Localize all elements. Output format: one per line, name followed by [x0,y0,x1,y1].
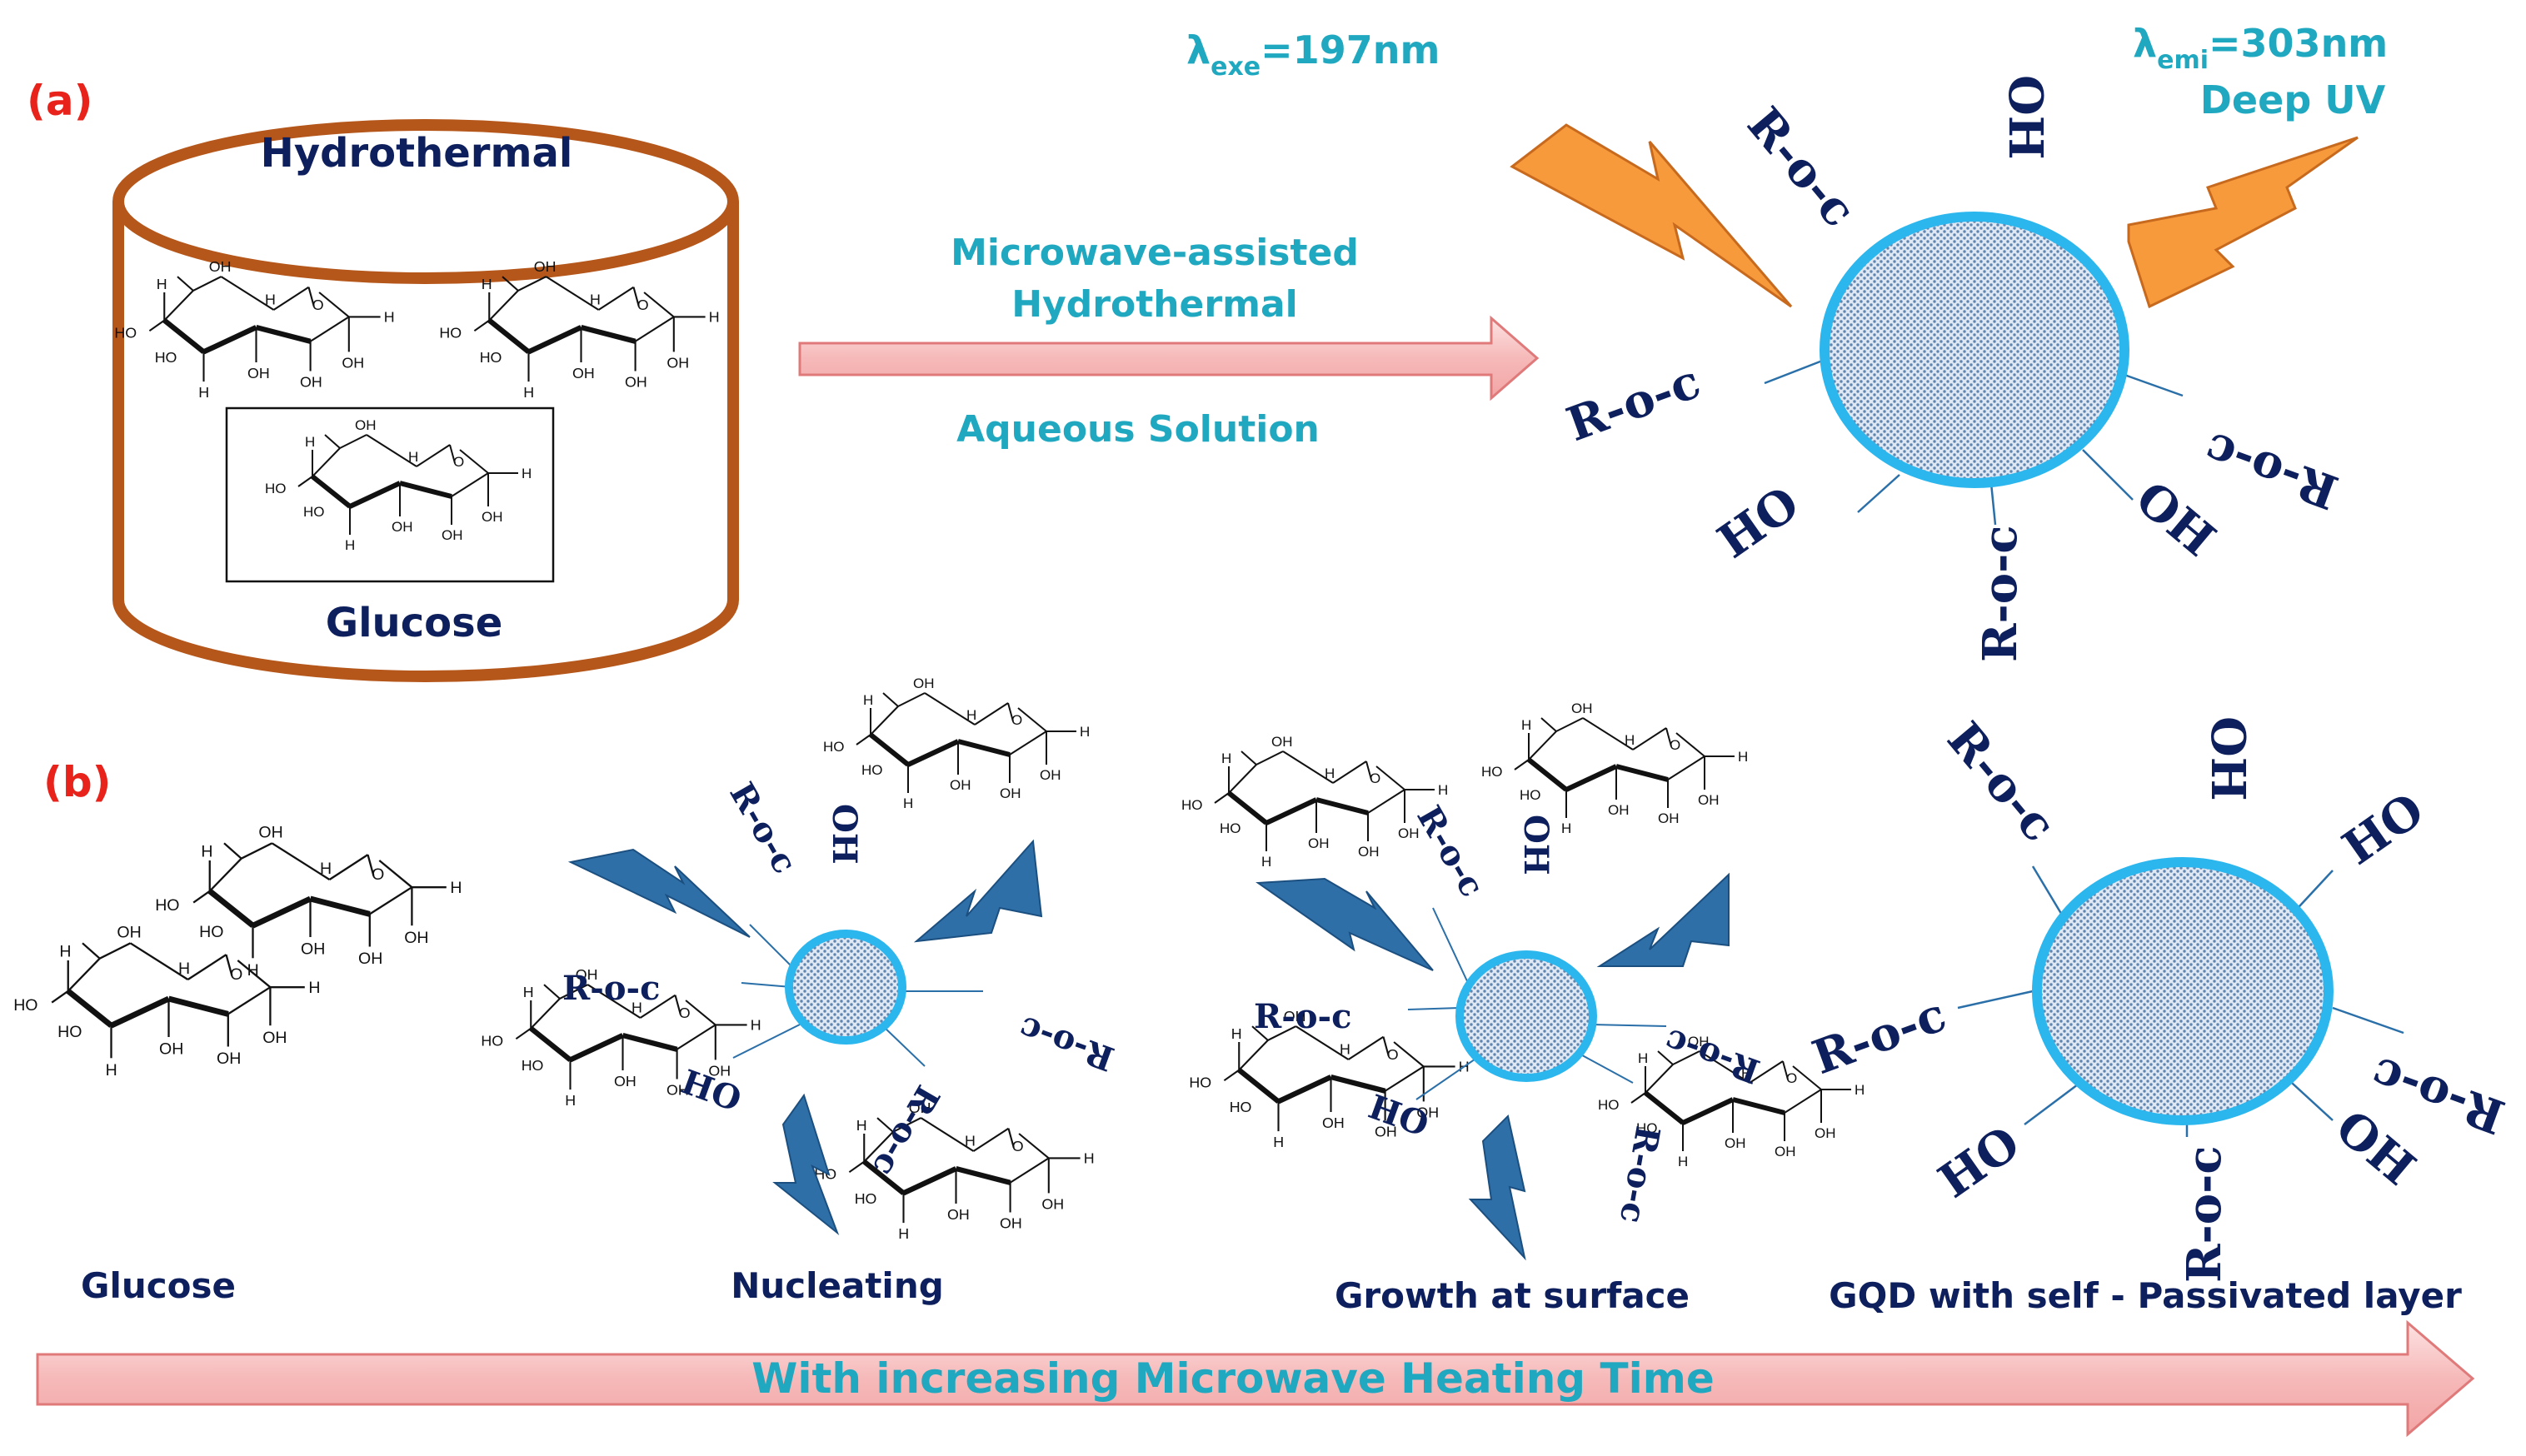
emission-label: λemi=303nm [2133,21,2388,75]
hydroxyl-group-label: HO [1708,476,1809,569]
emission-bolt-icon [2127,136,2359,309]
gqd-nucleus [732,924,983,1067]
lightning-bolt-icon [1468,1114,1526,1261]
glucose-molecule [265,417,532,553]
hydroxyl-group-label: HO [676,1062,746,1119]
excitation-label: λexe=197nm [1186,27,1440,82]
hydroxyl-group-label: OH [1516,815,1555,875]
ester-group-label: R-o-c [562,969,660,1008]
ester-group-label: R-o-c [721,776,804,880]
lightning-bolt-icon [1256,877,1434,971]
lightning-bolt-icon [567,848,751,938]
ester-group-label: R-o-c [2177,1146,2232,1283]
ester-group-label: R-o-c [1409,800,1491,904]
ester-group-label: R-o-c [865,1079,947,1183]
glucose-molecule [13,923,320,1080]
ester-group-label: R-o-c [1973,526,2028,662]
glucose-molecule [439,258,719,401]
hydrothermal-vessel [112,119,739,682]
vessel-bottom-label: Glucose [326,600,503,646]
lightning-bolt-icon [772,1093,840,1236]
glucose-molecule [1181,734,1448,870]
panel-a-label: (a) [27,77,92,125]
arrow-bottom-label: Aqueous Solution [956,408,1320,451]
heating-time-label: With increasing Microwave Heating Time [751,1354,1715,1403]
heating-time-arrow [36,1319,2475,1438]
stage-gqd-label: GQD with self - Passivated layer [1829,1275,2462,1316]
ester-group-label: R-o-c [1660,1020,1765,1090]
glucose-molecule [814,1099,1094,1242]
gqd-particle [1764,212,2184,526]
ester-group-label: R-o-c [1805,987,1953,1085]
hydroxyl-group-label: OH [1998,75,2053,160]
ester-group-label: R-o-c [1936,712,2066,852]
hydroxyl-group-label: OH [2200,716,2255,801]
process-arrow [798,315,1540,401]
stage-nucleating-label: Nucleating [731,1265,944,1306]
hydroxyl-group-label: OH [2125,471,2225,567]
emission-note: Deep UV [2200,77,2386,122]
ester-group-label: R-o-c [2198,421,2345,520]
lightning-bolt-icon [1596,872,1730,967]
gqd-growing-particle [1407,907,1667,1100]
glucose-molecule [155,823,462,980]
ester-group-label: R-o-c [1254,997,1351,1036]
stage-glucose-label: Glucose [81,1265,236,1306]
vessel-top-label: Hydrothermal [261,130,573,177]
hydroxyl-group-label: OH [825,804,864,865]
hydroxyl-group-label: HO [2333,782,2434,875]
ester-group-label: R-o-c [1736,97,1866,237]
excitation-bolt-icon [1510,123,1793,308]
glucose-box [225,406,555,583]
panel-b-label: (b) [43,758,112,806]
lightning-bolt-icon [913,839,1043,943]
arrow-label-line2: Hydrothermal [1011,283,1297,326]
glucose-molecule [823,676,1090,811]
hydroxyl-group-label: HO [1929,1115,2029,1209]
ester-group-label: R-o-c [1612,1123,1668,1226]
ester-group-label: R-o-c [1560,354,1707,452]
gqd-passivated-particle [1957,857,2404,1137]
arrow-label-line1: Microwave-assisted [951,232,1359,274]
stage-growth-label: Growth at surface [1335,1275,1690,1316]
ester-group-label: R-o-c [1014,1008,1119,1078]
